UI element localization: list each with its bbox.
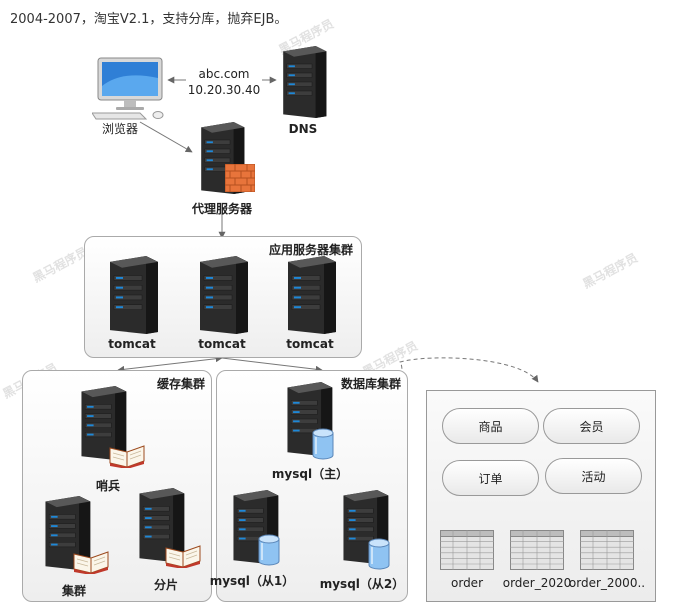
db-pill-orders: 订单 — [442, 460, 539, 496]
link-app-cache — [117, 355, 223, 373]
mysql-slave2-label: mysql（从2） — [319, 577, 405, 591]
db-pill-activities: 活动 — [545, 458, 642, 494]
proxy-label: 代理服务器 — [191, 202, 253, 216]
order-2020-table-icon — [510, 530, 564, 570]
db-pill-members: 会员 — [543, 408, 640, 444]
browser-label: 浏览器 — [102, 122, 139, 136]
firewall-icon — [225, 164, 255, 192]
dns-ip: 10.20.30.40 — [187, 83, 261, 97]
dns-server-icon — [276, 46, 330, 118]
tomcat-server-icon — [102, 256, 162, 334]
link-app-db — [221, 357, 323, 373]
link-browser-proxy — [139, 121, 193, 153]
database-icon — [258, 534, 280, 566]
link-db-sharding — [335, 357, 539, 423]
db-pill-products: 商品 — [442, 408, 539, 444]
cache-cluster-label: 缓存集群 — [156, 377, 205, 391]
page-title: 2004-2007，淘宝V2.1，支持分库，抛弃EJB。 — [10, 12, 288, 27]
sentinel-label: 哨兵 — [95, 479, 121, 493]
order-2000-table-icon — [580, 530, 634, 570]
tomcat-server-icon — [280, 256, 340, 334]
table-label-order-2000: order_2000.. — [568, 576, 646, 590]
tomcat-label-3: tomcat — [286, 337, 334, 351]
shard-label: 分片 — [153, 578, 179, 592]
mysql-master-label: mysql（主） — [271, 467, 349, 481]
book-icon — [165, 545, 201, 568]
cluster-server-icon — [38, 496, 94, 570]
shard-server-icon — [132, 488, 188, 562]
table-label-order-2020: order_2020 — [502, 576, 572, 590]
monitor-icon — [92, 57, 164, 120]
dns-address: abc.com 10.20.30.40 — [186, 66, 262, 98]
app-cluster-label: 应用服务器集群 — [268, 243, 353, 257]
order-table-icon — [440, 530, 494, 570]
database-icon — [368, 538, 390, 570]
tomcat-label-2: tomcat — [198, 337, 246, 351]
cluster-label: 集群 — [61, 584, 87, 598]
database-icon — [312, 428, 334, 460]
dns-label: DNS — [288, 122, 318, 136]
db-cluster-label: 数据库集群 — [340, 377, 401, 391]
mysql-slave1-label: mysql（从1） — [209, 574, 295, 588]
table-label-order: order — [451, 576, 483, 590]
sentinel-server-icon — [74, 386, 130, 460]
book-icon — [73, 551, 109, 574]
tomcat-server-icon — [192, 256, 252, 334]
dns-domain: abc.com — [198, 67, 250, 81]
book-icon — [109, 445, 145, 468]
tomcat-label-1: tomcat — [108, 337, 156, 351]
